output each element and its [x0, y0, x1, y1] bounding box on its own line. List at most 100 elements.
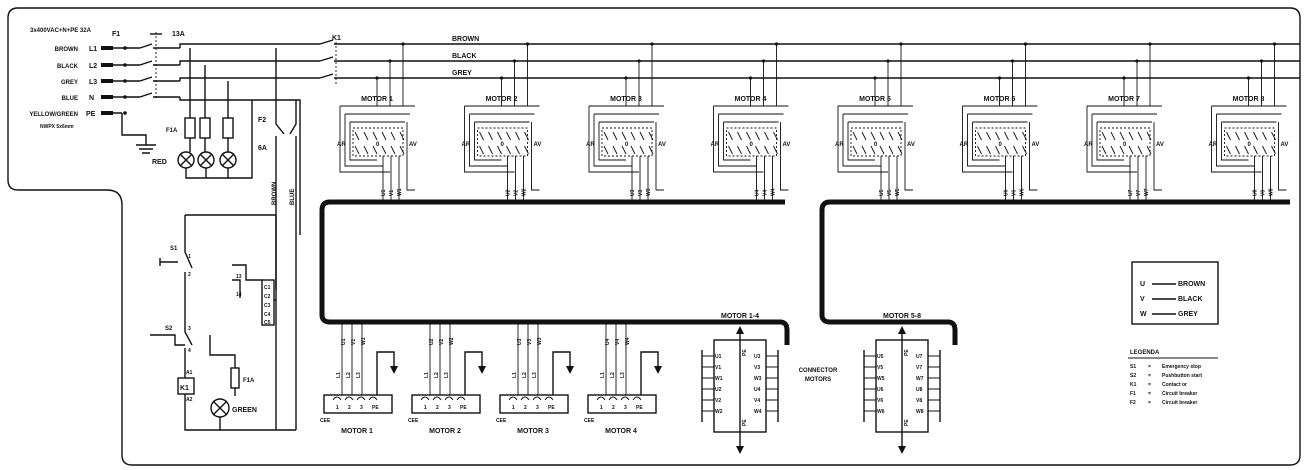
supply-name-n: N [89, 95, 94, 102]
plug-tag-3: CEE [496, 418, 507, 424]
switch-right-7: AV [1156, 142, 1164, 148]
plug-contact-2-1: 2 [436, 405, 439, 411]
wire-brown-label: BROWN [272, 182, 278, 205]
panel-outline [7, 7, 1301, 466]
legend-s2-eq: = [1148, 373, 1151, 379]
connector-left-1-4: V2 [715, 398, 721, 404]
connector-caption-1: CONNECTOR [799, 368, 838, 374]
breaker-f2-id: F2 [258, 117, 266, 124]
plug-contact-1-3: PE [372, 405, 379, 411]
supply-color-n: BLUE [62, 96, 78, 102]
motor-term-4-0: U4 [755, 189, 761, 196]
motor-term-7-0: U7 [1128, 189, 1134, 196]
motor-term-1-2: W1 [397, 188, 403, 196]
supply-name-l3: L3 [89, 79, 97, 86]
plug-term-4-1: V4 [615, 339, 621, 345]
supply-color-l3: GREY [61, 80, 78, 86]
plug-contact-4-3: PE [636, 405, 643, 411]
motor-term-2-1: V2 [514, 190, 520, 196]
plug-contact-3-1: 2 [524, 405, 527, 411]
connector-right-2-0: U7 [916, 354, 923, 360]
motor-term-2-0: U2 [506, 189, 512, 196]
plug-term-4-2: W4 [625, 337, 631, 345]
legend-k1-desc: Contact or [1162, 382, 1187, 388]
connector-right-1-3: U4 [754, 387, 761, 393]
connector-right-1-5: W4 [754, 409, 762, 415]
plug-pin-2-2: L3 [444, 372, 450, 378]
plug-tag-2: CEE [408, 418, 419, 424]
motor-term-6-0: U6 [1004, 189, 1010, 196]
plug-contact-1-2: 3 [360, 405, 363, 411]
motor-term-8-2: W8 [1269, 188, 1275, 196]
control-terminal-labels: C1 C2 C3 C4 C5 [264, 285, 271, 326]
switch-left-6: AR [960, 142, 969, 148]
plug-pin-3-0: L1 [512, 372, 518, 378]
plug-term-2-0: U2 [429, 338, 435, 345]
supply-name-l1: L1 [89, 46, 97, 53]
supply-color-pe: YELLOW/GREEN [29, 112, 78, 118]
connector-right-1-1: V3 [754, 365, 760, 371]
plug-pin-4-0: L1 [600, 372, 606, 378]
plug-contact-3-3: PE [548, 405, 555, 411]
switch-right-3: AV [658, 142, 666, 148]
switch-left-4: AR [711, 142, 720, 148]
connector-left-1-1: V1 [715, 365, 721, 371]
color-legend-u-color: BROWN [1178, 281, 1205, 288]
connector-left-1-2: W1 [715, 376, 723, 382]
lamps-red [177, 48, 253, 179]
motor-term-1-0: U1 [381, 189, 387, 196]
plug-contact-2-0: 1 [424, 405, 427, 411]
color-legend-u-term: U [1140, 281, 1145, 288]
plug-contact-2-2: 3 [448, 405, 451, 411]
lamp-fuse-label: F1A [166, 128, 178, 134]
switch-right-8: AV [1281, 142, 1289, 148]
supply-name-pe: PE [86, 111, 96, 118]
connector-left-2-1: V5 [877, 365, 883, 371]
motor-term-3-0: U3 [630, 189, 636, 196]
connector-right-2-5: W8 [916, 409, 924, 415]
motor-term-8-0: U8 [1253, 189, 1259, 196]
plug-pin-3-2: L3 [532, 372, 538, 378]
connector-pe-bottom-1: PE [742, 419, 748, 426]
legend-s1-eq: = [1148, 364, 1151, 370]
switch-right-1: AV [409, 142, 417, 148]
switch-mid-7: 0 [1123, 142, 1127, 148]
control-fuse-label: F1A [243, 378, 255, 384]
switch-mid-2: 0 [501, 142, 505, 148]
switch-left-3: AR [586, 142, 595, 148]
main-feed [179, 43, 320, 235]
connector-left-2-5: W6 [877, 409, 885, 415]
color-legend-w-term: W [1140, 311, 1147, 318]
terminal-c1: C1 [264, 285, 271, 291]
motor-term-2-2: W2 [522, 188, 528, 196]
plug-contact-4-0: 1 [600, 405, 603, 411]
connector-right-1-4: V4 [754, 398, 760, 404]
breaker-f2-rating: 6A [258, 145, 267, 152]
supply-color-l1: BROWN [55, 47, 78, 53]
plug-term-3-0: U3 [517, 338, 523, 345]
terminal-c2: C2 [264, 294, 271, 300]
supply-terminals [101, 46, 156, 154]
color-legend-v-term: V [1140, 296, 1145, 303]
switch-right-5: AV [907, 142, 915, 148]
switch-left-5: AR [835, 142, 844, 148]
connector-left-1-5: W2 [715, 409, 723, 415]
plug-label-4: MOTOR 4 [605, 428, 637, 435]
plug-term-3-2: W3 [537, 337, 543, 345]
connector-right-2-1: V7 [916, 365, 922, 371]
switch-mid-1: 0 [376, 142, 380, 148]
breaker-f1-rating: 13A [172, 31, 185, 38]
plug-label-1: MOTOR 1 [341, 428, 373, 435]
bus-black-label: BLACK [452, 53, 477, 60]
plug-pin-4-1: L2 [610, 372, 616, 378]
connector-right-2-2: W7 [916, 376, 924, 382]
motor-term-7-2: W7 [1144, 188, 1150, 196]
